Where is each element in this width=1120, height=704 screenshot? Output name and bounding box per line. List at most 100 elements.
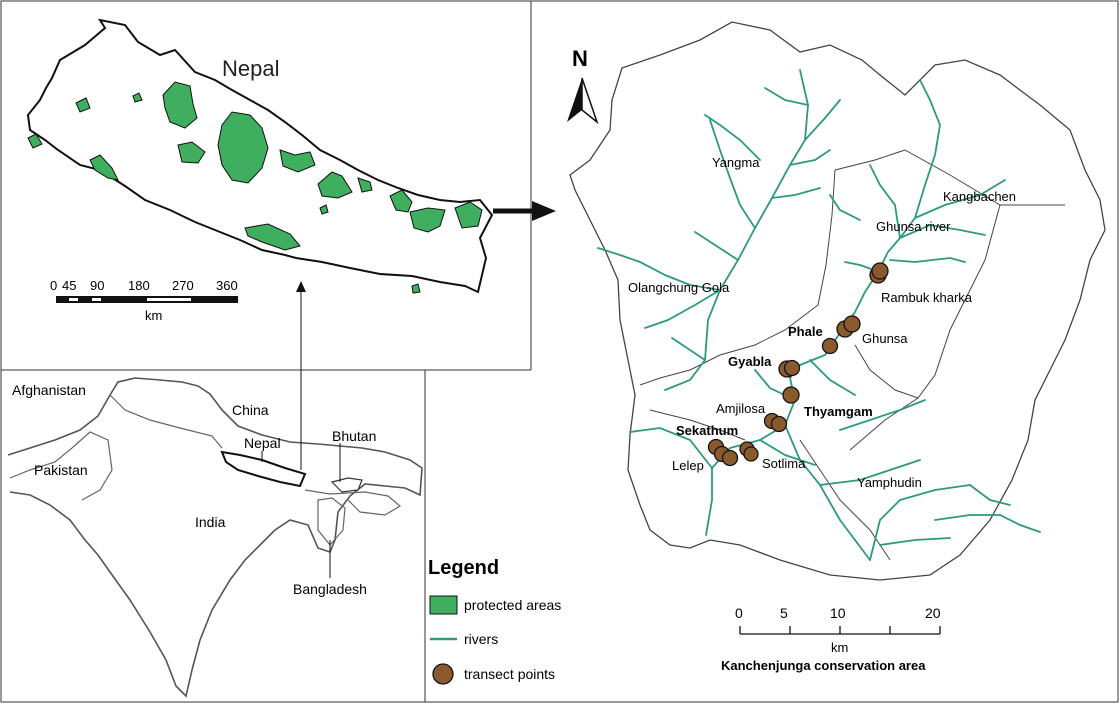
rivers: [597, 69, 1041, 561]
river: [759, 439, 816, 466]
river: [919, 79, 941, 126]
river: [809, 359, 856, 396]
protected-area: [411, 283, 421, 294]
place-label: Lelep: [672, 458, 704, 473]
china-border: [109, 394, 223, 449]
place-label: Thyamgam: [804, 404, 873, 419]
scale-label: 20: [925, 605, 941, 621]
river: [705, 467, 713, 536]
protected-area: [279, 149, 316, 173]
bhutan-shape: [330, 477, 363, 493]
label-afghanistan: Afghanistan: [12, 382, 86, 398]
protected-area: [217, 111, 269, 184]
river: [784, 424, 871, 561]
place-label: Rambuk kharka: [881, 290, 973, 305]
transect-point: [721, 449, 739, 467]
scale-bar-segment: [92, 298, 101, 301]
scale-label: 0: [50, 278, 57, 293]
river: [869, 164, 901, 239]
protected-area: [162, 81, 198, 129]
label-nepal: Nepal: [244, 435, 281, 451]
river: [629, 427, 713, 469]
nepal-map: Nepal 0 45 90 180 270 360 km: [26, 18, 556, 323]
nepal-map-title: Nepal: [222, 56, 279, 81]
river: [664, 359, 706, 391]
transect-point: [783, 359, 801, 377]
transect-point: [843, 315, 861, 333]
kca-scale-bar: [739, 626, 941, 635]
pointer-arrow-head: [532, 201, 556, 221]
region-map: Afghanistan China Pakistan Nepal Bhutan …: [7, 281, 423, 698]
north-arrow-left: [567, 78, 582, 122]
river: [829, 194, 861, 221]
place-label: Phale: [788, 324, 823, 339]
place-label: Kangbachen: [943, 189, 1016, 204]
protected-area: [389, 189, 413, 213]
protected-areas: [27, 81, 483, 294]
map-caption: Kanchenjunga conservation area: [721, 658, 926, 673]
river: [999, 514, 1041, 533]
label-india: India: [195, 514, 226, 530]
transect-point: [743, 446, 759, 462]
kca-subregion-borders: [639, 149, 1065, 561]
label-bhutan: Bhutan: [332, 428, 376, 444]
region-outline: [7, 377, 423, 698]
subregion-border: [799, 439, 891, 561]
river: [869, 399, 926, 421]
place-label: Yangma: [712, 155, 760, 170]
pakistan-border: [9, 431, 113, 501]
label-bangladesh: Bangladesh: [293, 581, 367, 597]
legend: Legend protected areas rivers transect p…: [428, 557, 561, 685]
scale-unit: km: [145, 308, 162, 323]
scale-label: 360: [216, 278, 238, 293]
subregion-border: [639, 169, 836, 386]
kca-map: N Yangma Kangbachen Ghunsa river Olangch…: [567, 21, 1106, 673]
river-west-main: [704, 69, 809, 361]
place-label: Olangchung Gola: [628, 280, 730, 295]
subregion-border: [849, 204, 1001, 451]
protected-area: [177, 141, 206, 164]
river: [889, 257, 966, 263]
river: [914, 179, 1006, 219]
kca-outline: [569, 21, 1106, 581]
protected-area: [244, 223, 301, 251]
place-label: Yamphudin: [857, 475, 922, 490]
scale-label: 45: [62, 278, 76, 293]
river: [869, 499, 901, 561]
place-label: Gyabla: [728, 354, 772, 369]
river: [704, 114, 761, 161]
legend-label: rivers: [464, 631, 498, 647]
north-arrow: N: [567, 46, 599, 125]
river: [819, 459, 921, 486]
legend-swatch-transect: [432, 663, 454, 685]
protected-area: [317, 171, 353, 199]
protected-area: [75, 97, 91, 113]
river: [694, 231, 739, 261]
scale-label: 180: [128, 278, 150, 293]
northeast-region: [304, 489, 402, 516]
river: [899, 224, 986, 239]
protected-area: [357, 177, 373, 193]
place-label: Sekathum: [676, 423, 738, 438]
place-label: Sotlima: [762, 456, 806, 471]
legend-swatch-protected: [429, 595, 458, 615]
scale-unit: km: [831, 640, 848, 655]
river: [671, 337, 706, 361]
north-arrow-right: [581, 77, 599, 125]
transect-point: [821, 337, 839, 355]
label-pakistan: Pakistan: [34, 462, 88, 478]
river: [969, 484, 1011, 506]
scale-bar-segment: [147, 298, 191, 301]
river: [709, 119, 756, 229]
protected-area: [132, 92, 143, 103]
place-label: Ghunsa river: [876, 219, 951, 234]
river: [644, 289, 721, 329]
protected-area: [89, 154, 119, 181]
river: [899, 484, 971, 501]
river: [764, 87, 809, 106]
subregion-border: [649, 409, 746, 441]
locator-arrow-head: [296, 281, 306, 292]
scale-label: 10: [830, 605, 846, 621]
